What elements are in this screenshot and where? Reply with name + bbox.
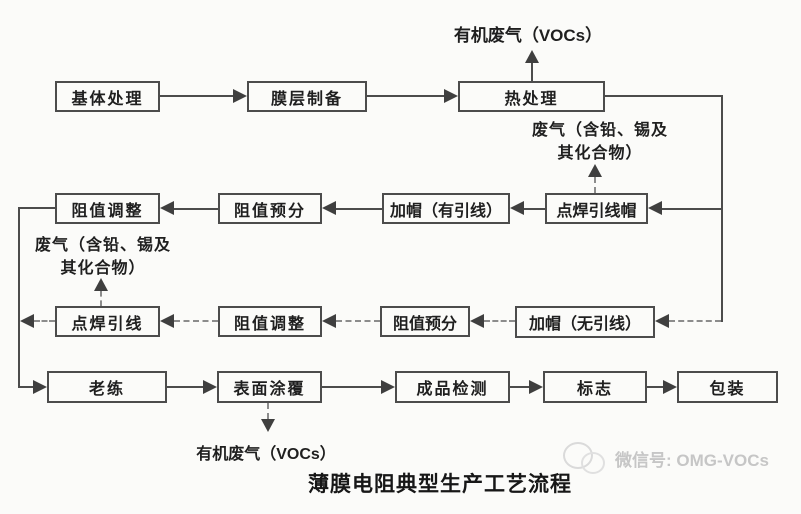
box-resistance-presort-1: 阻值预分 <box>218 193 322 224</box>
box-heat-treatment: 热处理 <box>458 81 605 112</box>
flow-line <box>18 386 33 388</box>
flow-line <box>647 386 663 388</box>
label-waste-gas-left-line2: 其化合物） <box>60 260 146 277</box>
box-resistance-presort-2: 阻值预分 <box>380 306 470 337</box>
emission-line <box>594 177 596 193</box>
box-surface-coating: 表面涂覆 <box>217 371 322 403</box>
box-substrate-treatment: 基体处理 <box>55 81 160 112</box>
arrowhead-up-icon <box>588 164 602 177</box>
box-resistance-adjust-1: 阻值调整 <box>55 193 160 224</box>
watermark-text: 微信号: OMG-VOCs <box>615 450 769 470</box>
arrowhead-down-icon <box>261 419 275 432</box>
label-waste-gas-left: 废气（含铅、锡及 其化合物） <box>19 234 187 280</box>
arrowhead-right-icon <box>233 89 247 103</box>
flow-line <box>174 208 218 210</box>
box-marking: 标志 <box>543 371 647 403</box>
label-waste-gas-right-line2: 其化合物） <box>557 145 643 162</box>
flow-line <box>34 320 55 322</box>
arrowhead-left-icon <box>160 201 174 215</box>
box-packaging: 包装 <box>677 371 778 403</box>
flow-line <box>18 207 20 388</box>
flow-line <box>336 320 380 322</box>
label-voc-emission-top: 有机废气（VOCs） <box>453 26 603 45</box>
arrowhead-left-icon <box>655 314 669 328</box>
arrowhead-up-icon <box>525 50 539 63</box>
flow-line <box>524 208 545 210</box>
arrowhead-left-icon <box>322 201 336 215</box>
arrowhead-left-icon <box>20 314 34 328</box>
wechat-icon <box>563 438 607 478</box>
emission-line <box>531 63 533 81</box>
emission-line <box>100 291 102 306</box>
arrowhead-right-icon <box>203 380 217 394</box>
box-film-preparation: 膜层制备 <box>247 81 367 112</box>
arrowhead-right-icon <box>444 89 458 103</box>
flow-line <box>167 386 203 388</box>
flow-line <box>662 208 723 210</box>
box-resistance-adjust-2: 阻值调整 <box>218 306 322 337</box>
arrowhead-right-icon <box>529 380 543 394</box>
arrowhead-left-icon <box>510 201 524 215</box>
flow-line <box>605 95 723 97</box>
arrowhead-left-icon <box>322 314 336 328</box>
flow-line <box>18 207 57 209</box>
arrowhead-left-icon <box>470 314 484 328</box>
flow-line <box>160 95 233 97</box>
flow-line <box>322 386 381 388</box>
label-voc-emission-bottom: 有机废气（VOCs） <box>196 446 336 463</box>
arrowhead-left-icon <box>160 314 174 328</box>
flow-line <box>669 320 721 322</box>
diagram-title: 薄膜电阻典型生产工艺流程 <box>308 473 572 496</box>
label-waste-gas-right-line1: 废气（含铅、锡及 <box>531 122 668 139</box>
emission-line <box>267 403 269 419</box>
box-spot-weld-lead-cap: 点焊引线帽 <box>545 193 648 224</box>
flow-line <box>336 208 382 210</box>
arrowhead-left-icon <box>648 201 662 215</box>
arrowhead-up-icon <box>94 278 108 291</box>
box-capping-with-leads: 加帽（有引线） <box>382 193 510 224</box>
label-waste-gas-left-line1: 废气（含铅、锡及 <box>34 237 171 254</box>
arrowhead-right-icon <box>33 380 47 394</box>
watermark: 微信号: OMG-VOCs <box>563 436 793 480</box>
arrowhead-right-icon <box>663 380 677 394</box>
box-spot-weld-leads: 点焊引线 <box>55 306 160 337</box>
flow-line <box>174 320 218 322</box>
flow-line <box>367 95 444 97</box>
flow-line <box>484 320 515 322</box>
box-aging: 老练 <box>47 371 167 403</box>
flow-line <box>510 386 529 388</box>
box-capping-without-leads: 加帽（无引线） <box>515 306 655 338</box>
arrowhead-right-icon <box>381 380 395 394</box>
box-final-inspection: 成品检测 <box>395 371 510 403</box>
label-waste-gas-right: 废气（含铅、锡及 其化合物） <box>516 119 684 165</box>
